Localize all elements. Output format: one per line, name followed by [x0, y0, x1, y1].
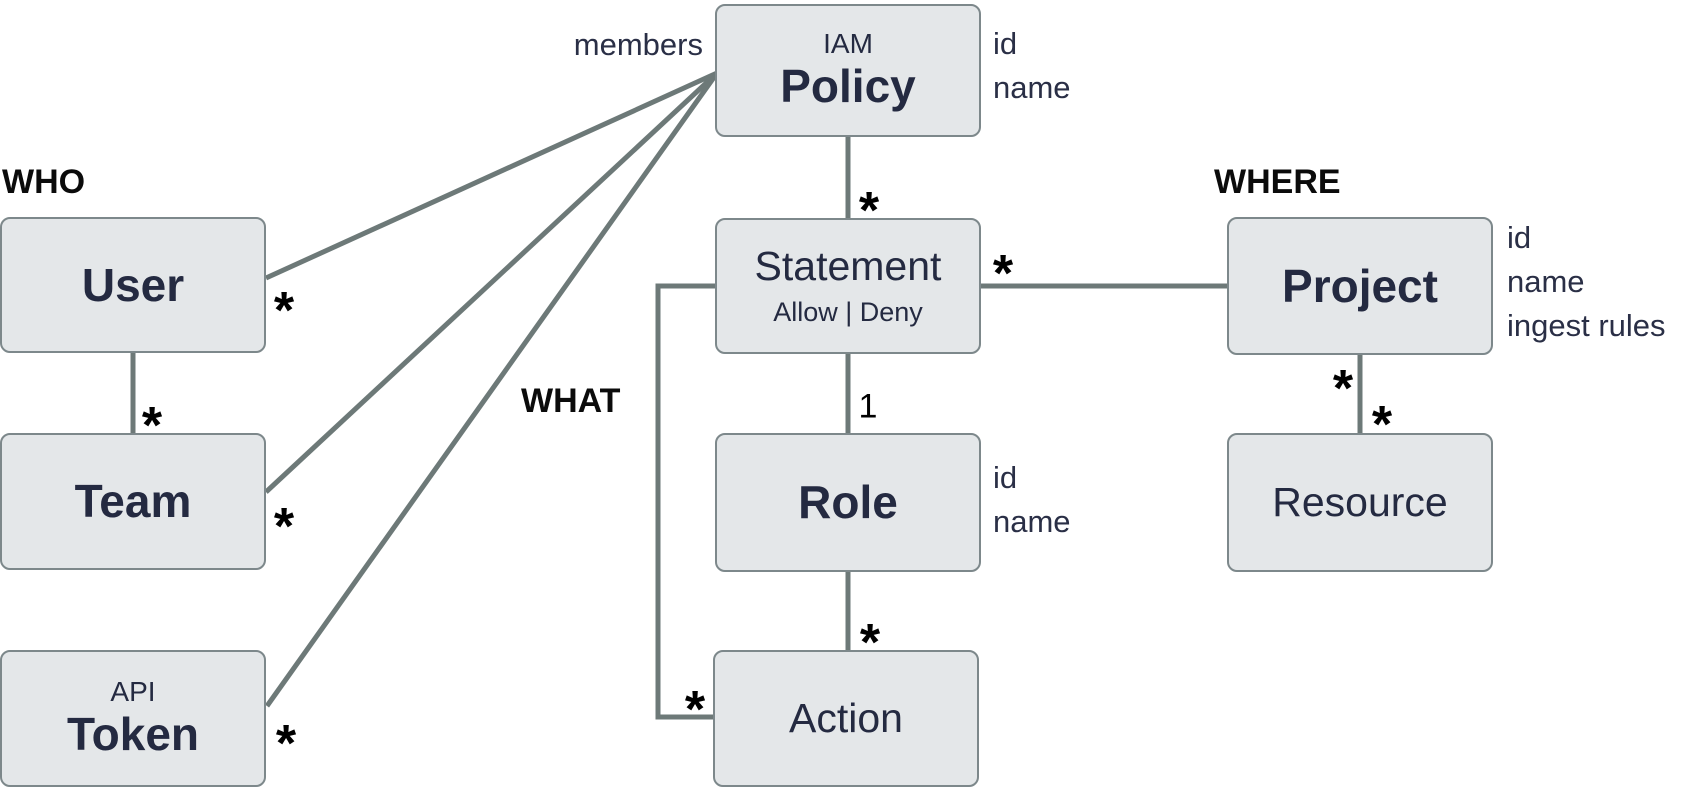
entity-token-title: Token	[66, 708, 200, 761]
entity-team-title: Team	[74, 475, 192, 528]
cardinality-project-resource-lower: *	[1371, 396, 1393, 454]
cardinality-policy-token: *	[275, 715, 297, 773]
edge-label-members: members	[573, 27, 703, 62]
policy-attr-name: name	[993, 70, 1071, 105]
cardinality-action-statement: *	[684, 681, 706, 739]
entity-policy-title: Policy	[780, 60, 916, 113]
cardinality-project-resource-upper: *	[1332, 360, 1354, 418]
role-attr-id: id	[993, 460, 1018, 495]
entity-policy-kicker: IAM	[823, 27, 873, 59]
entity-user-title: User	[81, 258, 185, 311]
cardinality-statement-project: *	[992, 245, 1014, 303]
entity-role: Role	[715, 433, 981, 572]
policy-attr-id: id	[993, 26, 1018, 61]
entity-policy: IAM Policy	[715, 4, 981, 137]
section-label-what: WHAT	[521, 382, 621, 420]
edge-policy-team	[264, 71, 719, 494]
entity-team: Team	[0, 433, 266, 570]
role-attributes: id name	[993, 456, 1071, 544]
entity-token: API Token	[0, 650, 266, 787]
cardinality-policy-statement: *	[858, 182, 880, 240]
edge-action-statement	[655, 283, 717, 720]
cardinality-user-team: *	[141, 397, 163, 455]
entity-action-title: Action	[789, 694, 903, 741]
cardinality-policy-team: *	[273, 498, 295, 556]
project-attributes: id name ingest rules	[1507, 216, 1666, 348]
section-label-where: WHERE	[1214, 163, 1341, 201]
section-label-who: WHO	[2, 163, 86, 201]
project-attr-name: name	[1507, 264, 1585, 299]
entity-statement-title: Statement	[754, 243, 942, 290]
project-attr-ingest-rules: ingest rules	[1507, 308, 1666, 343]
entity-project: Project	[1227, 217, 1493, 355]
policy-attributes: id name	[993, 22, 1071, 110]
entity-project-title: Project	[1282, 259, 1438, 312]
project-attr-id: id	[1507, 220, 1532, 255]
edge-policy-user	[264, 70, 719, 281]
entity-token-kicker: API	[110, 675, 156, 707]
edge-policy-token	[264, 71, 720, 708]
cardinality-role-action: *	[859, 614, 881, 672]
entity-statement-subtitle: Allow | Deny	[773, 297, 923, 328]
cardinality-policy-user: *	[273, 282, 295, 340]
entity-action: Action	[713, 650, 979, 787]
entity-role-title: Role	[798, 476, 898, 529]
entity-statement: Statement Allow | Deny	[715, 218, 981, 354]
entity-user: User	[0, 217, 266, 353]
role-attr-name: name	[993, 504, 1071, 539]
entity-resource: Resource	[1227, 433, 1493, 572]
entity-resource-title: Resource	[1272, 478, 1448, 525]
cardinality-statement-role: 1	[858, 387, 878, 426]
